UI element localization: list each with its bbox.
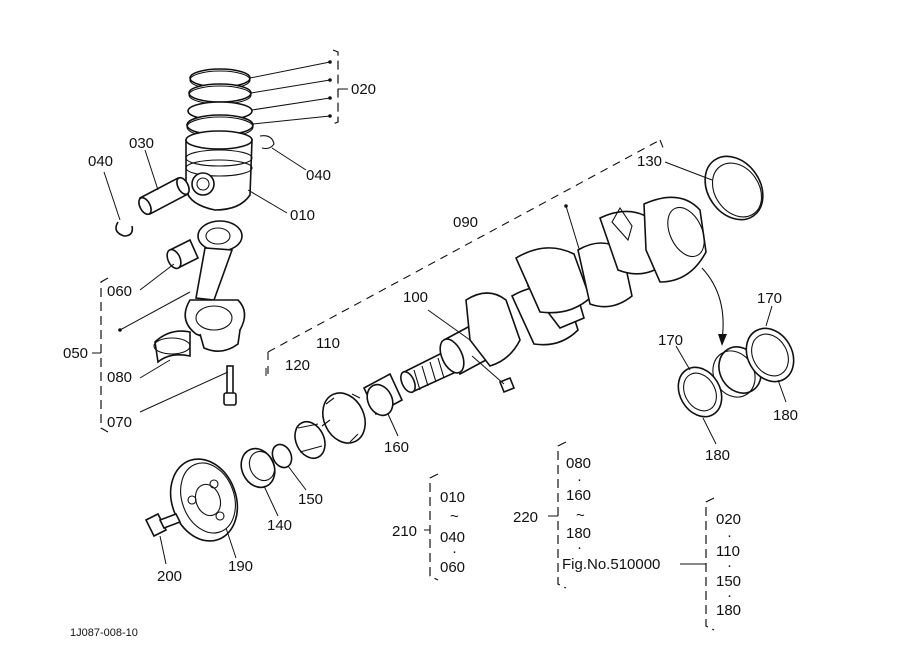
drawing-code: 1J087-008-10 — [70, 627, 138, 639]
set-210-item: 060 — [440, 559, 465, 576]
set-210-label: 210 — [392, 523, 417, 540]
set-210-item: 010 — [440, 489, 465, 506]
set-220-reference: Fig.No.510000 — [562, 556, 660, 573]
callout-170-left: 170 — [658, 332, 683, 349]
callout-030: 030 — [129, 135, 154, 152]
callout-020: 020 — [351, 81, 376, 98]
o-ring — [271, 443, 293, 469]
callout-050: 050 — [63, 345, 88, 362]
callout-080: 080 — [107, 369, 132, 386]
subset-item: · — [727, 587, 732, 604]
subset-item: 020 — [716, 511, 741, 528]
callout-110: 110 — [316, 335, 340, 352]
crankshaft — [400, 196, 707, 394]
connecting-rod — [184, 220, 246, 352]
callout-170-right: 170 — [757, 290, 782, 307]
set-210-item: · — [452, 543, 457, 560]
callout-200: 200 — [157, 568, 182, 585]
subset-item: 180 — [716, 602, 741, 619]
callout-090: 090 — [453, 214, 478, 231]
ring-leaders — [249, 49, 348, 125]
set-220-item: 180 — [566, 525, 591, 542]
set-220-item: ~ — [576, 507, 585, 524]
rod-group-bracket — [92, 277, 191, 433]
circlip-right — [259, 135, 275, 150]
crankpin-bearing — [153, 330, 191, 364]
crank-pulley — [169, 458, 239, 542]
callout-140: 140 — [267, 517, 292, 534]
circlip-left — [115, 221, 134, 237]
thrust-washer-left — [677, 366, 723, 418]
crankshaft-bushing — [704, 155, 764, 221]
crank-gear — [294, 392, 366, 460]
piston — [185, 130, 253, 211]
callout-160: 160 — [384, 439, 409, 456]
small-end-bushing — [166, 238, 200, 270]
collar — [240, 447, 276, 489]
thrust-washer-right — [745, 327, 795, 383]
callout-180-right: 180 — [773, 407, 798, 424]
piston-rings — [186, 68, 254, 138]
callout-070: 070 — [107, 414, 132, 431]
subset-item: · — [727, 527, 732, 544]
rod-bolt — [223, 365, 237, 406]
callout-180-left: 180 — [705, 447, 730, 464]
set-220-label: 220 — [513, 509, 538, 526]
callout-120: 120 — [285, 357, 310, 374]
main-bearing — [362, 372, 404, 417]
piston-pin — [138, 176, 190, 216]
subset-item: · — [727, 557, 732, 574]
callout-040-left: 040 — [88, 153, 113, 170]
set-220-item: · — [577, 539, 582, 556]
set-210-item: 040 — [440, 529, 465, 546]
subset-item: 150 — [716, 573, 741, 590]
set-220-item: 160 — [566, 487, 591, 504]
callout-190: 190 — [228, 558, 253, 575]
callout-130: 130 — [637, 153, 662, 170]
callout-010: 010 — [290, 207, 315, 224]
callout-150: 150 — [298, 491, 323, 508]
set-220-item: 080 — [566, 455, 591, 472]
set-210-item: ~ — [450, 508, 459, 525]
set-220-item: · — [577, 471, 582, 488]
crankshaft-group-outline — [267, 139, 665, 378]
pulley-bolt — [144, 512, 182, 538]
callout-040-right: 040 — [306, 167, 331, 184]
subset-item: 110 — [716, 543, 740, 560]
callout-060: 060 — [107, 283, 132, 300]
callout-100: 100 — [403, 289, 428, 306]
